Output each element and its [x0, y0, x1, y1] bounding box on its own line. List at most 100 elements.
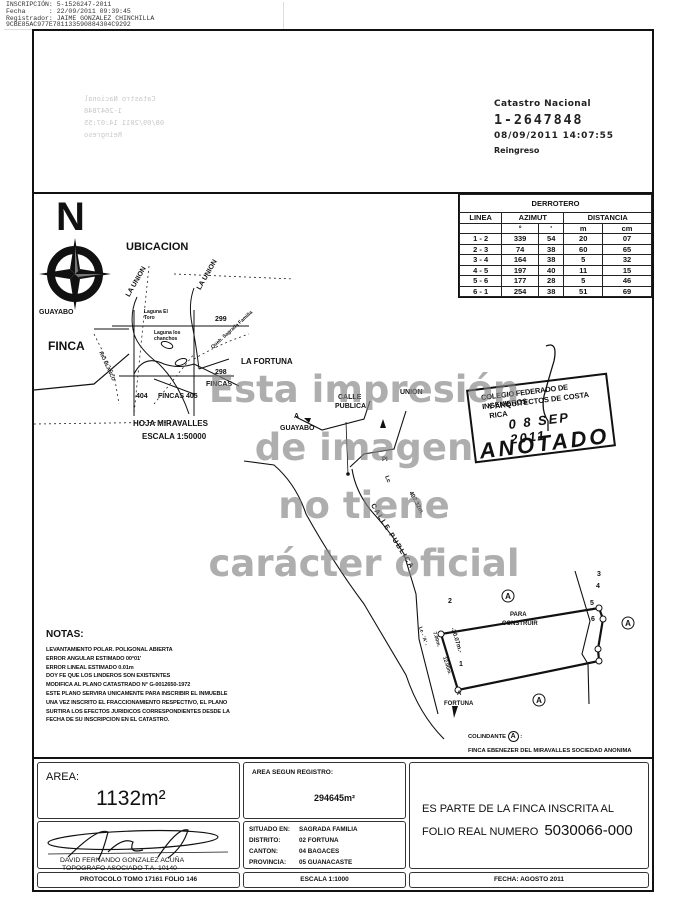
label-grid-299: 299 [215, 316, 227, 323]
colindante-marker-icon: A [507, 731, 519, 742]
svg-text:A: A [625, 619, 631, 628]
note-line: ERROR ANGULAR ESTIMADO 00°01' [46, 655, 142, 662]
inscripcion-row: INSCRIPCIÓN: 5-1526247-2011 [6, 1, 112, 8]
notes-section: NOTAS: LEVANTAMIENTO POLAR. POLIGONAL AB… [46, 629, 276, 725]
location-box: SITUADO EN:SAGRADA FAMILIA DISTRITO:02 F… [243, 821, 406, 869]
header-linea: LINEA [458, 212, 503, 224]
subheader-minutes: ' [537, 222, 565, 234]
note-line: ESTE PLANO SERVIRA UNICAMENTE PARA INSCR… [46, 690, 228, 697]
vertex-1: 1 [459, 661, 463, 668]
location-row: DISTRITO:02 FORTUNA [249, 837, 339, 844]
north-indicator: N [56, 195, 85, 239]
fecha-text: FECHA: AGOSTO 2011 [493, 876, 565, 883]
note-line: MODIFICA AL PLANO CATASTRADO N° G-001265… [46, 682, 191, 689]
label-laguna-el-toro: Laguna El Toro [144, 309, 168, 321]
catastro-number: 1-2647848 [494, 112, 584, 128]
note-line: LEVANTAMIENTO POLAR. POLIGONAL ABIERTA [46, 647, 173, 653]
header-azimut: AZIMUT [501, 212, 565, 224]
seal-box: COLEGIO FEDERADO DE INGENIEROS Y ARQUITE… [466, 372, 616, 464]
catastro-title: Catastro Nacional [494, 99, 592, 109]
ubicacion-title: UBICACION [126, 241, 189, 253]
catastro-status: Reingreso [494, 146, 540, 155]
label-union: UNION [400, 389, 423, 396]
vertex-4: 4 [596, 583, 600, 590]
label-grid-404: 404 [136, 393, 148, 400]
label-calle-publica-top-2: PUBLICA [335, 403, 367, 410]
surveyor-name: DAVID FERNANDO GONZALEZ ACUÑA [60, 857, 185, 864]
colindante-legend: COLINDANTE A : FINCA EBENEZER DEL MIRAVA… [468, 731, 632, 754]
area-value: 1132m² [96, 787, 166, 810]
area-registro-box: AREA SEGUN REGISTRO: 294645m² [243, 762, 406, 819]
location-row: CANTON:04 BAGACES [249, 848, 340, 855]
label-pi: PI [382, 457, 388, 463]
catastro-datetime: 08/09/2011 14:07:55 [494, 131, 614, 141]
note-line: SURTIRA LOS EFECTOS JURIDICOS CORRESPOND… [46, 708, 230, 715]
map-sheet-name: HOJA MIRAVALLES [133, 419, 208, 428]
cfia-seal: COLEGIO FEDERADO DE INGENIEROS Y ARQUITE… [466, 344, 616, 464]
area-label: AREA: [46, 771, 80, 783]
surveyor-title: TOPOGRAFO ASOCIADO T.A. 10140 [62, 865, 177, 872]
location-row: PROVINCIA:05 GUANACASTE [249, 859, 353, 866]
label-a-guayabo: GUAYABO [280, 425, 315, 432]
label-guayabo: GUAYABO [39, 309, 74, 316]
derrotero-title: DERROTERO [459, 194, 652, 213]
protocolo-box: PROTOCOLO TOMO 17161 FOLIO 146 [37, 872, 240, 888]
note-line: FECHA DE SU INSCRIPCION EN EL CATASTRO. [46, 717, 170, 724]
note-line: UNA VEZ INSCRITO EL FRACCIONAMIENTO RESP… [46, 699, 228, 706]
vertex-6: 6 [591, 616, 595, 623]
escala-box: ESCALA 1:1000 [243, 872, 406, 888]
label-laguna-chanchos: Laguna los chanchos [154, 330, 181, 342]
note-line: DOY FE QUE LOS LINDEROS SON EXISTENTES [46, 673, 171, 680]
label-a-fortuna: FORTUNA [444, 701, 474, 707]
derrotero-table: DERROTERO LINEA AZIMUT DISTANCIA ° ' m c… [458, 194, 652, 298]
protocolo-text: PROTOCOLO TOMO 17161 FOLIO 146 [79, 876, 198, 883]
label-a-fortuna-a: A [457, 691, 462, 697]
mirrored-ghost-text: Catastro Nacional 1-2647848 08/09/2011 1… [84, 95, 165, 139]
registry-stamp: INSCRIPCIÓN: 5-1526247-2011 Fecha : 22/0… [4, 1, 284, 30]
fecha-box: FECHA: AGOSTO 2011 [409, 872, 649, 888]
vertex-2: 2 [448, 598, 452, 605]
colindante-owner: FINCA EBENEZER DEL MIRAVALLES SOCIEDAD A… [468, 748, 632, 754]
surveyor-box: DAVID FERNANDO GONZALEZ ACUÑA TOPOGRAFO … [37, 821, 240, 872]
signature-icon [47, 829, 229, 861]
note-line: ERROR LINEAL ESTIMADO 0.01m [46, 664, 134, 671]
title-block: AREA: 1132m² AREA SEGUN REGISTRO: 294645… [34, 757, 652, 890]
hash-row: 9CBE85AC977E781133590884304C9292 [6, 21, 131, 29]
map-scale: ESCALA 1:50000 [142, 432, 207, 441]
header-distancia: DISTANCIA [563, 212, 652, 224]
label-a-guayabo-a: A [294, 413, 300, 420]
label-grid-298: 298 [215, 369, 227, 376]
catastro-stamp: Catastro Nacional 1-2647848 08/09/2011 1… [494, 99, 654, 155]
fecha-row: Fecha : 22/09/2011 09:39:45 [6, 7, 131, 15]
label-finca: FINCA [48, 339, 85, 353]
lot-label-construir: CONSTRUIR [502, 621, 538, 627]
plan-frame: Catastro Nacional 1-2647848 08/09/2011 1… [32, 29, 654, 892]
area-registro-label: AREA SEGUN REGISTRO: [252, 769, 334, 776]
notes-title: NOTAS: [46, 629, 84, 640]
folio-box: ES PARTE DE LA FINCA INSCRITA AL FOLIO R… [409, 762, 649, 869]
label-la-fortuna: LA FORTUNA [241, 357, 293, 366]
signature-scribble-icon [542, 344, 556, 431]
svg-text:A: A [536, 696, 542, 705]
escala-text: ESCALA 1:1000 [300, 876, 349, 883]
lot-label-para: PARA [510, 612, 527, 618]
area-registro-value: 294645m² [314, 793, 356, 803]
registrador-row: Registrador: JAIME GONZALEZ CHINCHILLA [6, 14, 155, 22]
svg-text:A: A [505, 592, 511, 601]
map-drawing: A A A [34, 265, 635, 740]
vertex-3: 3 [597, 571, 601, 578]
folio-number: 5030066-000 [544, 822, 633, 839]
finca-line1: ES PARTE DE LA FINCA INSCRITA AL [422, 803, 614, 815]
label-calle-publica-top: CALLE [338, 394, 362, 401]
location-row: SITUADO EN:SAGRADA FAMILIA [249, 826, 358, 833]
label-fincas: FINCAS [206, 381, 233, 388]
area-box: AREA: 1132m² [37, 762, 240, 819]
subheader-cm: cm [602, 222, 652, 234]
label-fincas-405: FINCAS 405 [158, 393, 198, 400]
compass-rose-icon [39, 238, 111, 310]
vertex-5: 5 [590, 600, 594, 607]
